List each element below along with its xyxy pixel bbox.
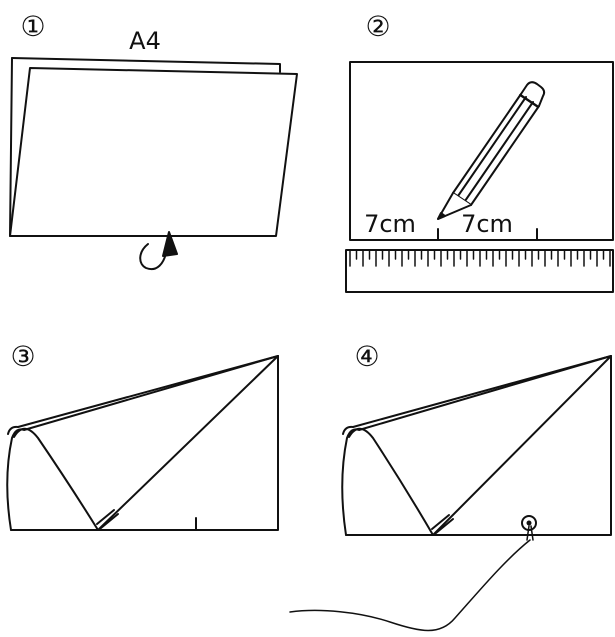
right-measure-label: 7cm bbox=[461, 210, 513, 238]
string bbox=[289, 539, 531, 632]
back-sheet bbox=[11, 57, 281, 73]
string-knot bbox=[526, 525, 534, 541]
front-sheet bbox=[9, 67, 298, 237]
step-2-number: ② bbox=[365, 10, 390, 43]
ruler bbox=[345, 249, 614, 293]
folded-flap-curve bbox=[348, 427, 434, 536]
crease-mark bbox=[96, 509, 115, 525]
folded-flap-curve bbox=[13, 427, 99, 531]
step-3: ③ bbox=[6, 340, 279, 531]
back-sheet-left-edge bbox=[9, 57, 13, 237]
diagonal-fold bbox=[97, 355, 279, 531]
turn-arrow-head-icon bbox=[162, 231, 178, 257]
turn-arrow-icon bbox=[139, 243, 168, 270]
step-4-number: ④ bbox=[354, 340, 379, 373]
step-4: ④ bbox=[289, 340, 612, 632]
folded-base bbox=[10, 355, 279, 531]
step-2: ② 7cm 7cm bbox=[345, 10, 614, 293]
back-layer-edge bbox=[7, 355, 279, 435]
crease-mark bbox=[431, 514, 450, 530]
back-layer-edge bbox=[342, 355, 612, 435]
folded-base bbox=[345, 355, 612, 536]
pencil-icon bbox=[437, 81, 546, 220]
step-3-number: ③ bbox=[10, 340, 35, 373]
step-1-number: ① bbox=[20, 10, 45, 43]
diagonal-fold bbox=[432, 355, 612, 536]
step-1: ① A4 bbox=[9, 10, 298, 270]
left-measure-label: 7cm bbox=[364, 210, 416, 238]
paper-size-label: A4 bbox=[129, 27, 161, 55]
ruler-ticks bbox=[349, 250, 611, 267]
